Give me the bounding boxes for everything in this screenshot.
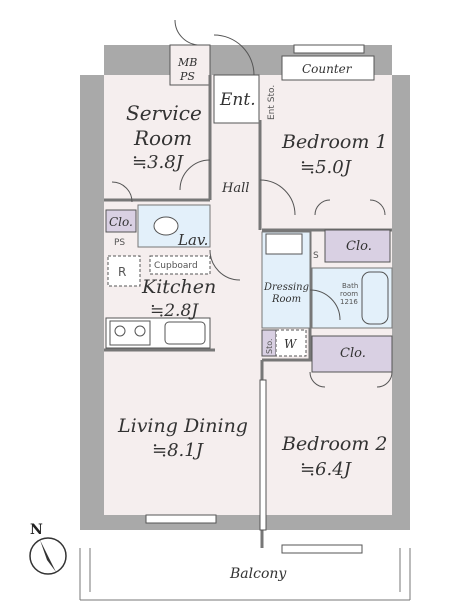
compass-needle: [40, 540, 56, 572]
windows: [145, 44, 365, 554]
north-compass: N: [29, 522, 67, 575]
bathtub: [361, 271, 389, 325]
doors: [111, 19, 393, 388]
bedroom2-name: Bedroom 2: [281, 433, 387, 455]
ps-left-label: PS: [114, 238, 125, 248]
closet-bed1-label: Clo.: [346, 239, 372, 254]
service-room-size: ≒3.8J: [132, 152, 185, 173]
burner-2: [134, 325, 146, 337]
ent-label: Ent.: [219, 90, 256, 110]
burner-1: [114, 325, 126, 337]
closet-bed2-label: Clo.: [340, 346, 366, 361]
entrance-area: [213, 74, 260, 124]
living-dining-name: Living Dining: [117, 415, 248, 437]
top-recess-left: [80, 45, 104, 75]
toilet: [153, 216, 179, 236]
ent-sto-label: Ent Sto.: [267, 85, 277, 120]
ps-label: PS: [179, 70, 195, 83]
washer-box: [275, 329, 307, 357]
balcony-label: Balcony: [229, 566, 287, 582]
sto-label: Sto.: [265, 338, 274, 354]
compass-circle: [29, 537, 67, 575]
closet-left-label: Clo.: [109, 215, 133, 229]
bedroom1-size: ≒5.0J: [300, 157, 353, 178]
closet-bed1-box: [324, 229, 391, 263]
stove: [109, 320, 151, 346]
top-recess-right: [392, 45, 410, 75]
service-room-name-line1: Service: [126, 101, 202, 125]
balcony-railing: [79, 548, 411, 601]
s-label: S: [313, 251, 319, 261]
sink: [164, 321, 206, 345]
cupboard-label: Cupboard: [154, 261, 198, 271]
lav-label: Lav.: [177, 231, 208, 249]
bathroom-name-line3: 1216: [340, 298, 358, 306]
living-dining-size: ≒8.1J: [152, 440, 205, 461]
cupboard-box: [149, 255, 211, 275]
mb-label: MB: [177, 56, 197, 69]
hall-label: Hall: [221, 181, 249, 196]
dressing-room-name-line1: Dressing: [263, 282, 309, 293]
kitchen-size: ≒2.8J: [150, 301, 199, 321]
kitchen-name: Kitchen: [141, 276, 216, 298]
bedroom2-size: ≒6.4J: [300, 459, 353, 480]
dressing-room-name-line2: Room: [271, 294, 301, 305]
bedroom1-name: Bedroom 1: [281, 131, 387, 153]
service-room-name-line2: Room: [133, 126, 192, 150]
bathroom-name-line2: room: [340, 290, 358, 298]
counter-box: [281, 55, 375, 81]
washbasin: [265, 233, 303, 255]
refrigerator-box: [107, 255, 141, 287]
bathroom-name-line1: Bath: [342, 282, 358, 290]
counter-label: Counter: [302, 62, 353, 76]
closet-left-box: [105, 209, 137, 233]
washer-label: W: [284, 337, 298, 351]
refrigerator-label: R: [118, 265, 126, 279]
mb-ps-niche: [169, 44, 211, 86]
closet-bed2-box: [311, 335, 393, 373]
north-label: N: [30, 522, 43, 538]
